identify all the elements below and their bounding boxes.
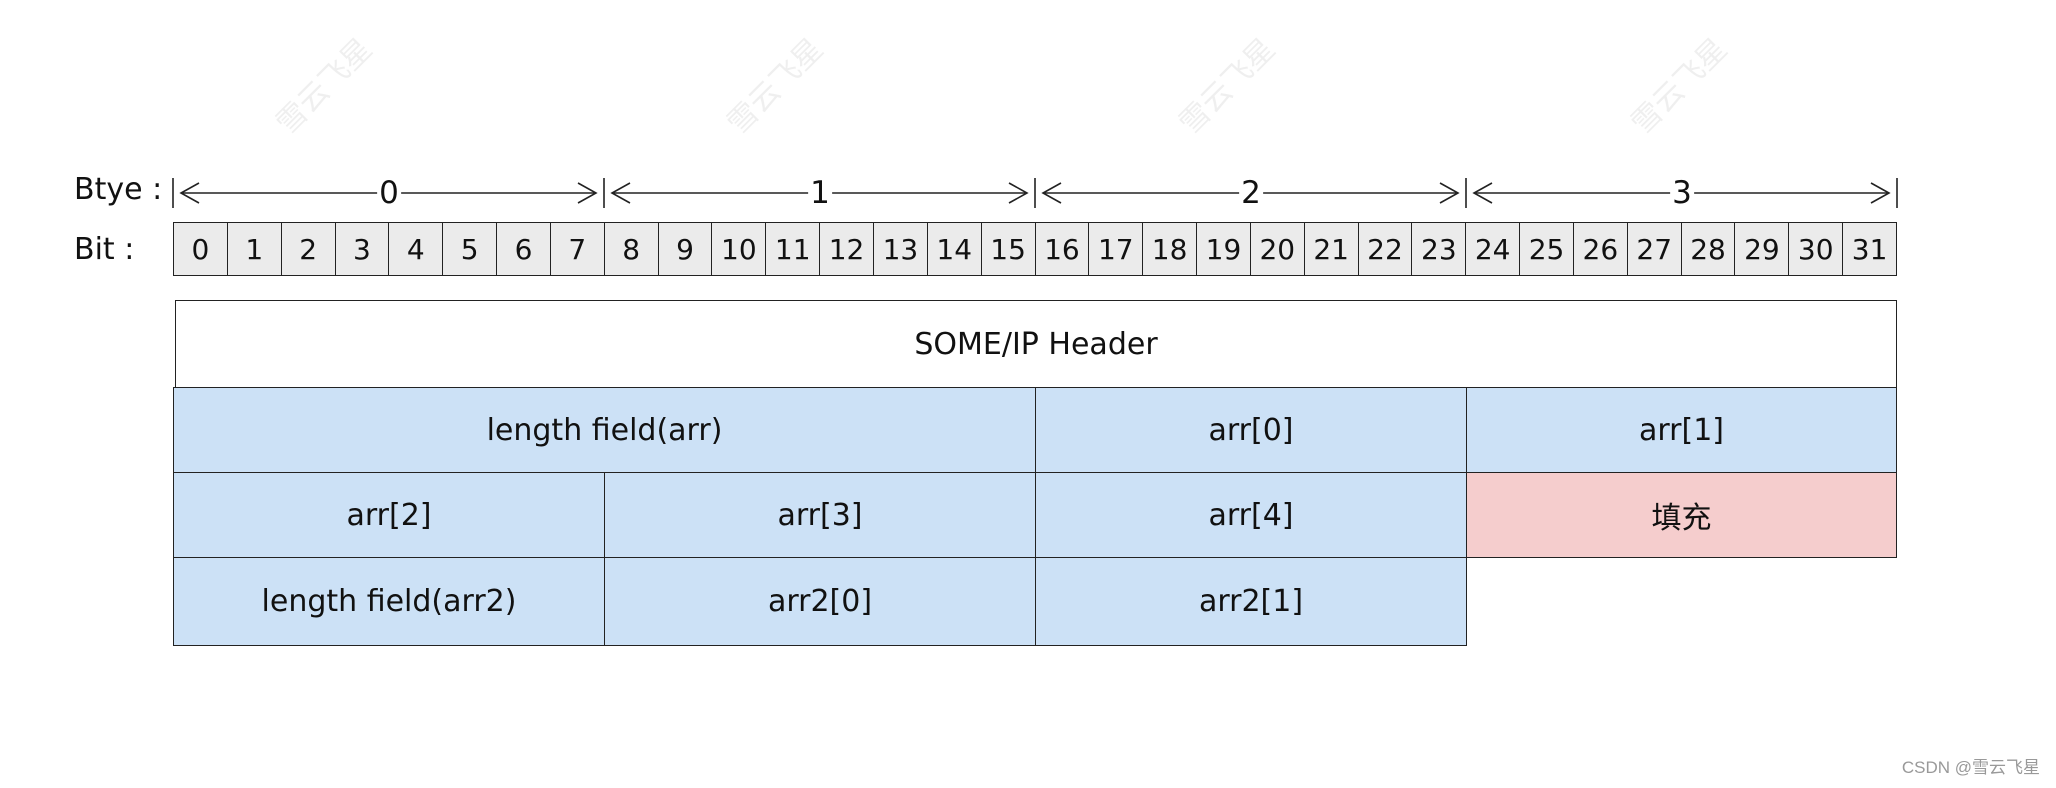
bit-cell: 25: [1520, 223, 1574, 275]
someip-header-field: SOME/IP Header: [175, 300, 1897, 388]
bit-row-label: Bit :: [74, 232, 135, 267]
bit-cell: 8: [604, 223, 659, 275]
bit-cell: 4: [389, 223, 444, 275]
bit-cell: 30: [1789, 223, 1844, 275]
bit-cell: 18: [1143, 223, 1198, 275]
bit-cell: 26: [1573, 223, 1628, 275]
bit-cell: 12: [820, 223, 874, 275]
bit-cell: 31: [1843, 223, 1897, 275]
bit-cell: 14: [927, 223, 982, 275]
arr-3-field: arr[3]: [604, 472, 1036, 558]
bit-cell: 3: [335, 223, 390, 275]
byte-label-1: 1: [808, 175, 832, 211]
bit-cell: 5: [443, 223, 498, 275]
byte-row-label: Btye :: [74, 172, 163, 207]
bit-cell: 23: [1412, 223, 1467, 275]
bit-cell: 28: [1681, 223, 1736, 275]
bit-cell: 10: [712, 223, 767, 275]
bit-cell: 11: [766, 223, 821, 275]
bit-cell: 29: [1735, 223, 1790, 275]
arr-0-field: arr[0]: [1035, 387, 1467, 473]
bit-cell: 27: [1627, 223, 1682, 275]
arr-4-field: arr[4]: [1035, 472, 1467, 558]
bit-cell: 9: [658, 223, 713, 275]
bit-cell: 19: [1197, 223, 1251, 275]
bit-cell: 17: [1089, 223, 1144, 275]
bit-cell: 22: [1358, 223, 1413, 275]
bit-cell: 21: [1304, 223, 1359, 275]
padding-field: 填充: [1466, 472, 1897, 558]
bit-cell: 6: [497, 223, 551, 275]
arr2-0-field: arr2[0]: [604, 557, 1036, 646]
bit-cell: 20: [1250, 223, 1305, 275]
byte-label-3: 3: [1670, 175, 1694, 211]
arr-2-field: arr[2]: [173, 472, 605, 558]
bit-cell: 7: [550, 223, 605, 275]
byte-label-2: 2: [1239, 175, 1263, 211]
bit-cell: 2: [281, 223, 336, 275]
arr-1-field: arr[1]: [1466, 387, 1897, 473]
bit-cell: 24: [1466, 223, 1521, 275]
bit-row: 0 1 2 3 4 5 6 7 8 9 10 11 12 13 14 15 16…: [173, 222, 1897, 276]
footer-credit: CSDN @雪云飞星: [1901, 758, 2040, 777]
bit-cell: 15: [981, 223, 1036, 275]
bit-cell: 13: [873, 223, 928, 275]
length-field-arr2: length field(arr2): [173, 557, 605, 646]
bit-cell: 16: [1035, 223, 1090, 275]
bit-cell: 1: [227, 223, 282, 275]
length-field-arr: length field(arr): [173, 387, 1036, 473]
bit-cell: 0: [174, 223, 228, 275]
arr2-1-field: arr2[1]: [1035, 557, 1467, 646]
byte-label-0: 0: [377, 175, 401, 211]
